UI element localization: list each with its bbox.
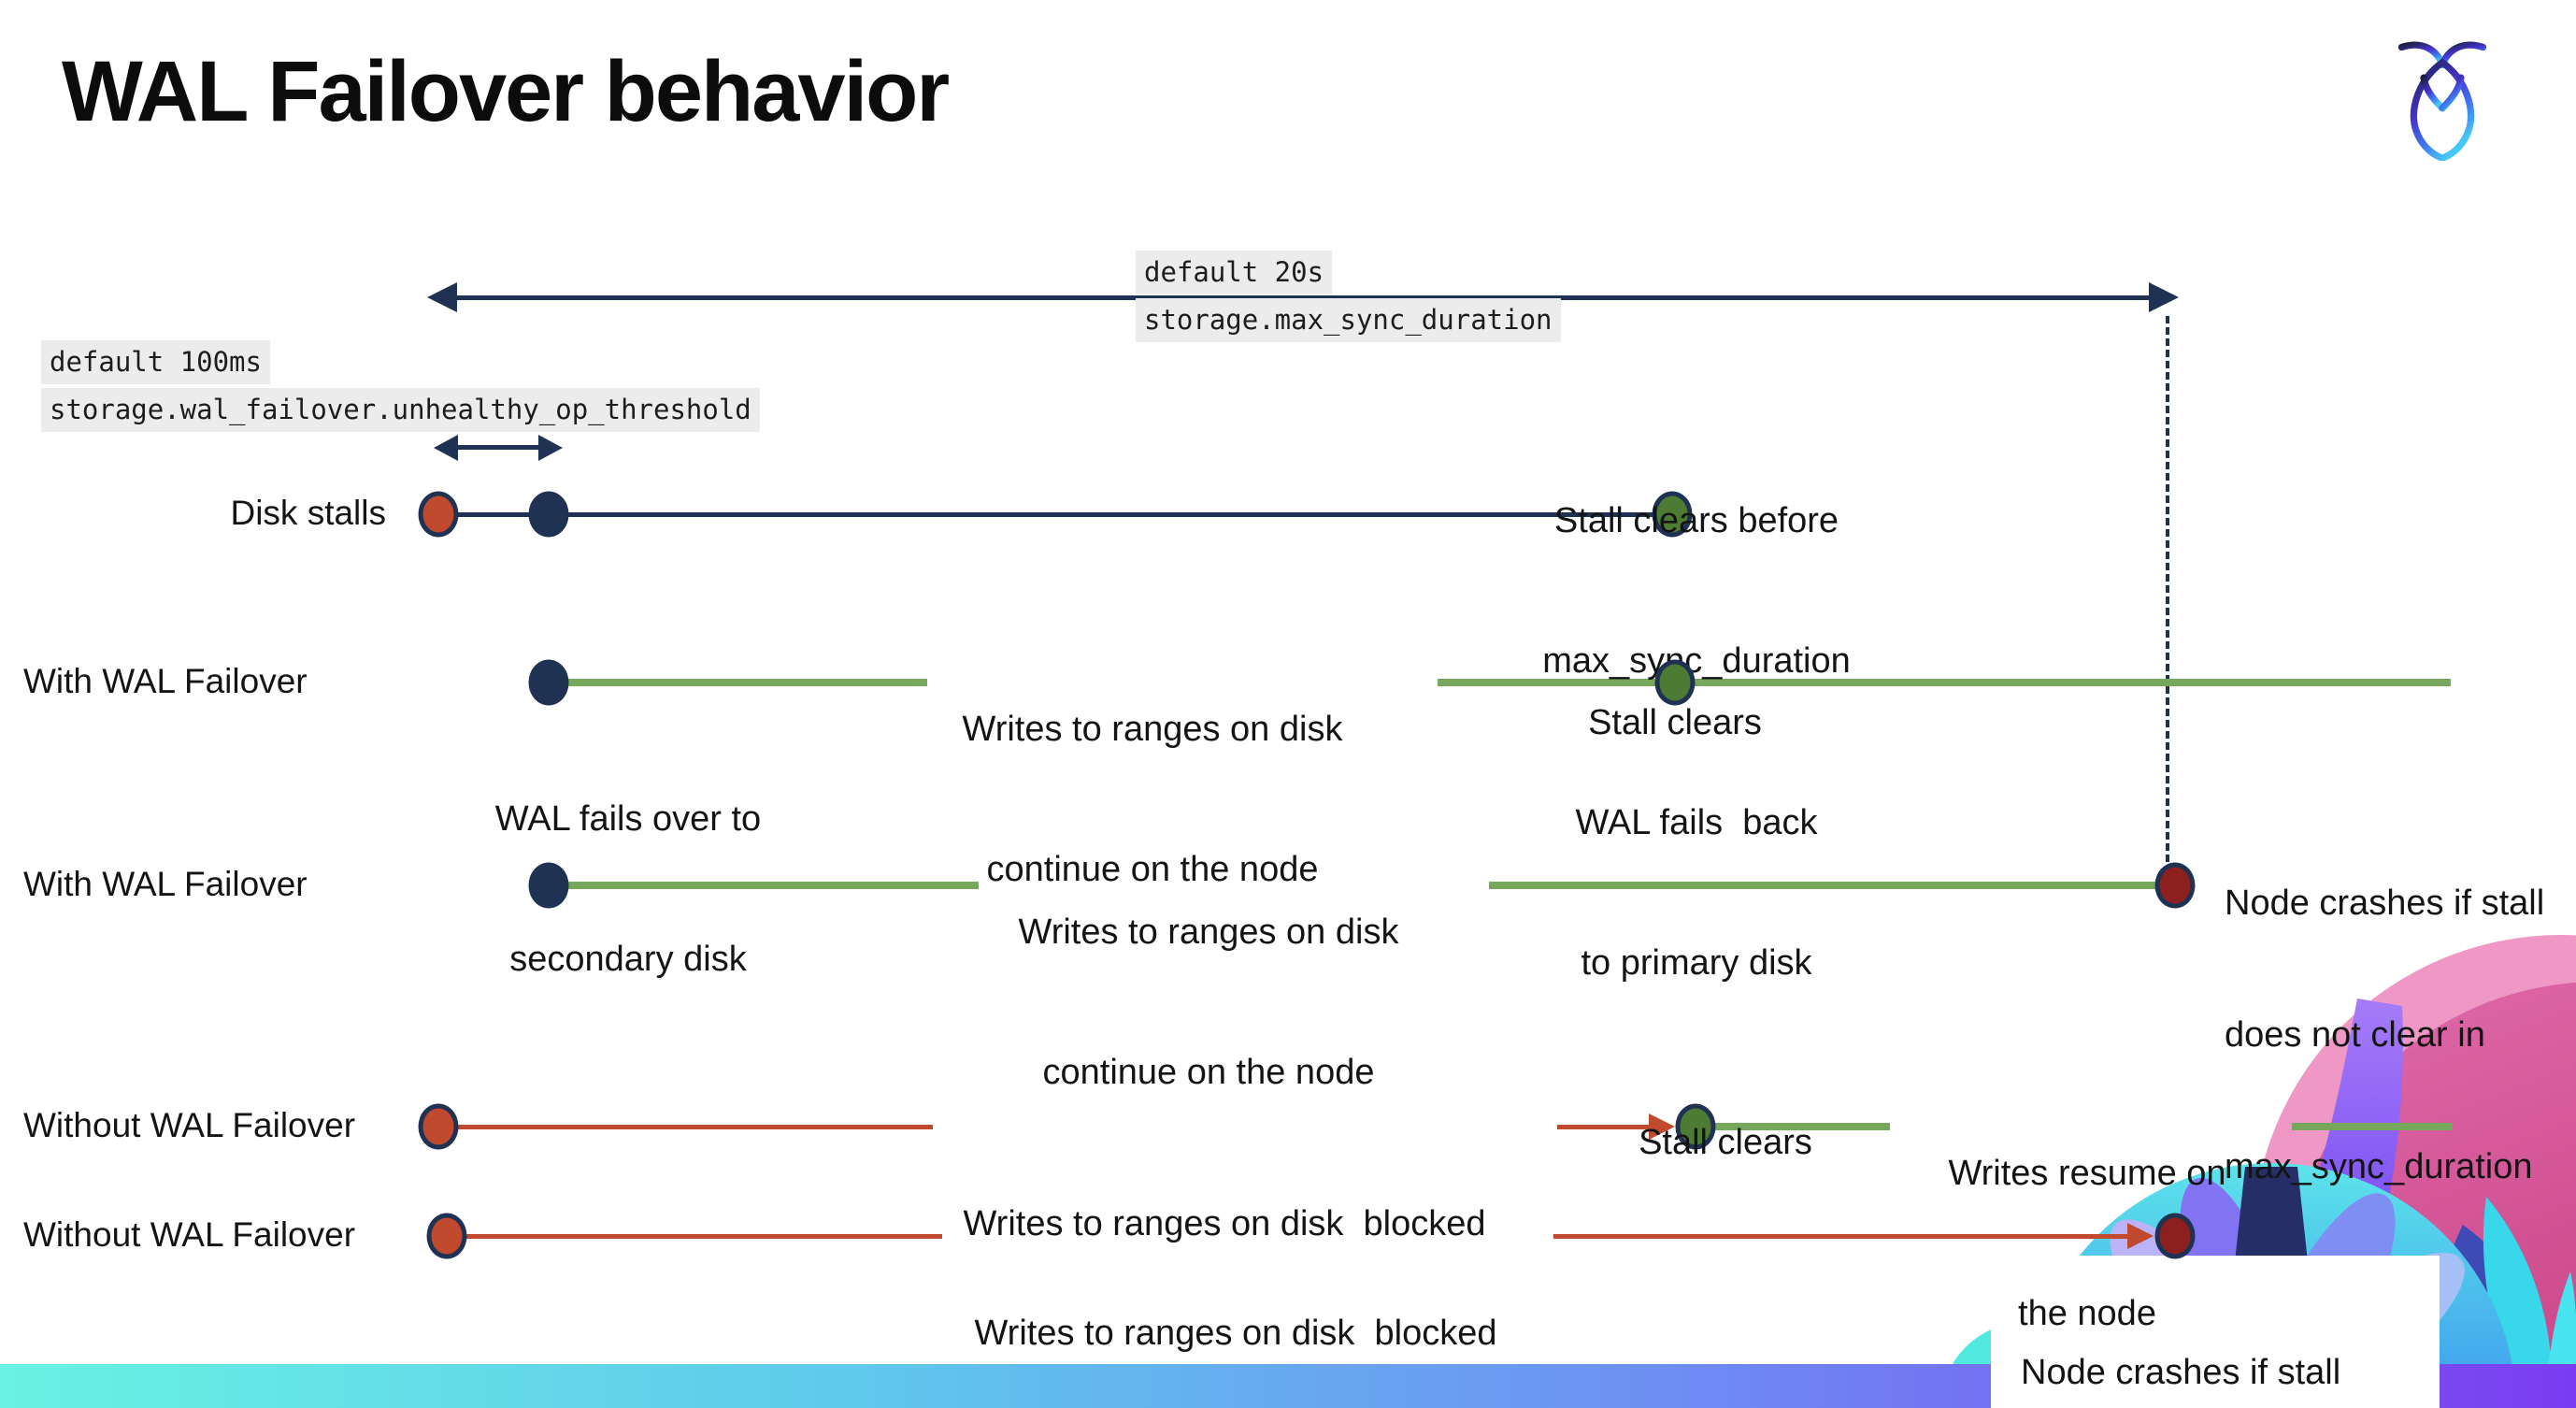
writes-resume-line: [1709, 1123, 1890, 1130]
stall-clears-dot: [1652, 491, 1693, 538]
callout-node-crashes-bottom: Node crashes if stall does not clear in …: [2021, 1353, 2341, 1392]
arrowhead-right-icon: [2127, 1223, 2154, 1249]
max-sync-duration-setting-label: default 20s storage.max_sync_duration: [1136, 251, 1561, 346]
arrowhead-right-icon: [538, 435, 563, 461]
writes-resume-line: [2292, 1123, 2453, 1130]
row-label-with-wal-failover-1: With WAL Failover: [23, 662, 308, 700]
writes-blocked-line: [451, 1125, 933, 1129]
writes-continue-line: [1438, 679, 2451, 686]
stall-start-dot: [418, 1103, 459, 1150]
callout-stall-clears: Stall clears: [1588, 703, 1762, 742]
stall-clears-dot: [1654, 659, 1696, 706]
arrowhead-left-icon: [434, 435, 458, 461]
disk-stall-timeline: [438, 512, 1672, 517]
callout-node-crashes: Node crashes if stall does not clear in …: [2225, 884, 2545, 1186]
max-sync-deadline-dashed-line: [2166, 316, 2169, 862]
callout-writes-continue: Writes to ranges on disk continue on the…: [1018, 912, 1399, 1092]
page-title: WAL Failover behavior: [62, 44, 950, 139]
arrowhead-right-icon: [2149, 282, 2179, 312]
row-label-disk-stalls: Disk stalls: [230, 494, 386, 532]
writes-blocked-line: [1553, 1234, 2129, 1239]
failover-dot: [528, 659, 569, 706]
node-crashes-note-box: [1991, 1256, 2440, 1408]
node-crash-dot: [2154, 862, 2196, 909]
unhealthy-op-threshold-span-line: [447, 445, 551, 450]
max-sync-duration-span-line: [441, 295, 2165, 300]
node-crash-dot: [2154, 1213, 2196, 1259]
callout-writes-blocked: Writes to ranges on disk blocked: [974, 1314, 1497, 1353]
row-label-without-wal-failover-2: Without WAL Failover: [23, 1215, 356, 1254]
row-label-with-wal-failover-2: With WAL Failover: [23, 865, 308, 903]
failover-trigger-dot: [528, 491, 569, 538]
callout-stall-clears: Stall clears: [1639, 1123, 1812, 1162]
callout-stall-clears-before: Stall clears before max_sync_duration: [1542, 501, 1851, 681]
stall-clears-dot: [1675, 1103, 1716, 1150]
arrowhead-right-icon: [1649, 1113, 1675, 1140]
writes-continue-line: [565, 679, 927, 686]
writes-blocked-line: [1557, 1125, 1660, 1129]
callout-wal-fails-back: WAL fails back to primary disk: [1575, 803, 1818, 983]
callout-writes-resume: Writes resume on the node: [1948, 1154, 2226, 1333]
arrowhead-left-icon: [427, 282, 457, 312]
writes-continue-line: [1489, 882, 2166, 889]
unhealthy-op-threshold-setting-label: default 100ms storage.wal_failover.unhea…: [41, 340, 760, 436]
stall-start-dot: [426, 1213, 467, 1259]
failover-dot: [528, 862, 569, 909]
row-label-without-wal-failover-1: Without WAL Failover: [23, 1106, 356, 1144]
stall-start-dot: [418, 491, 459, 538]
cockroachdb-logo-icon: [2397, 41, 2487, 161]
callout-wal-fails-over: WAL fails over to secondary disk: [494, 799, 762, 979]
callout-writes-continue: Writes to ranges on disk continue on the…: [962, 710, 1343, 889]
callout-writes-blocked: Writes to ranges on disk blocked: [963, 1204, 1486, 1243]
writes-blocked-line: [459, 1234, 942, 1239]
writes-continue-line: [565, 882, 979, 889]
